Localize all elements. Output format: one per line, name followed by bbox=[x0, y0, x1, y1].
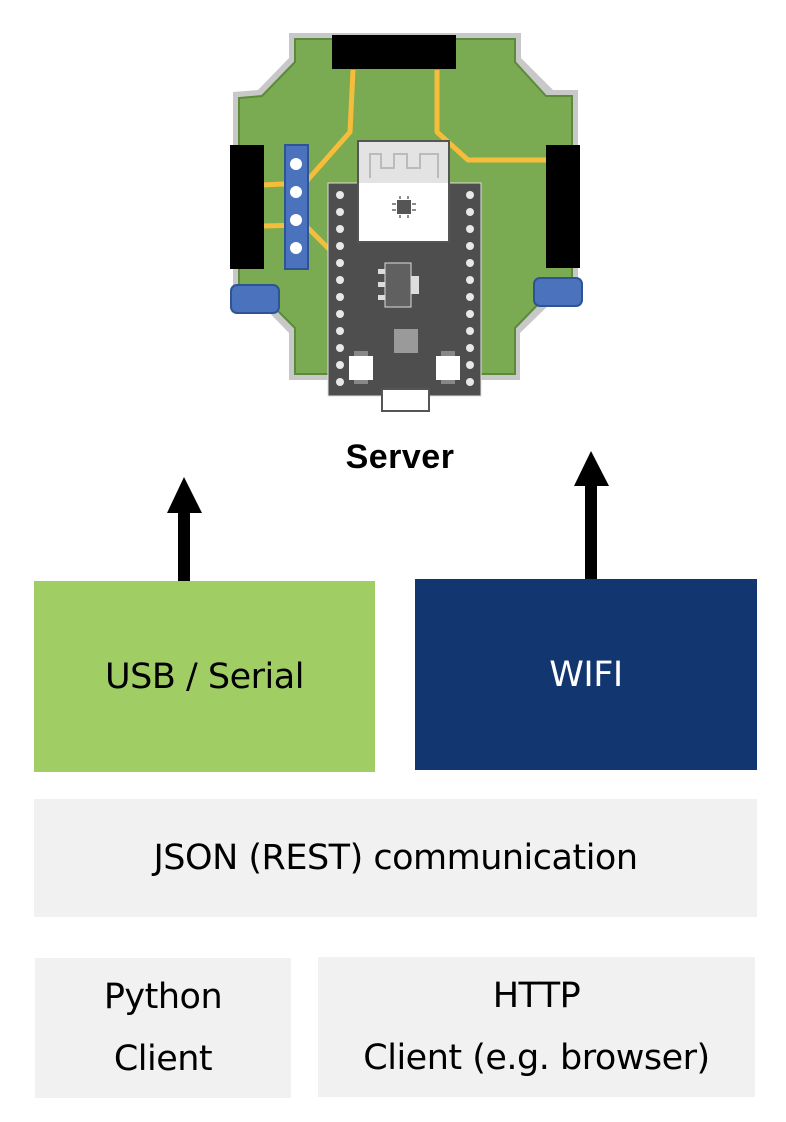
pin-hole bbox=[336, 378, 344, 386]
pin-hole bbox=[336, 259, 344, 267]
pin-hole bbox=[466, 225, 474, 233]
pin-hole bbox=[336, 361, 344, 369]
json-rest-label: JSON (REST) communication bbox=[153, 838, 638, 878]
python-client-line2: Client bbox=[113, 1039, 213, 1079]
pin-hole bbox=[466, 378, 474, 386]
pin-hole bbox=[466, 191, 474, 199]
pin-hole bbox=[466, 361, 474, 369]
pin-hole bbox=[336, 293, 344, 301]
http-client-box: HTTP Client (e.g. browser) bbox=[318, 957, 755, 1097]
pin-hole bbox=[466, 293, 474, 301]
http-client-line1: HTTP bbox=[492, 976, 581, 1016]
usb-arrow bbox=[167, 477, 202, 582]
server-device-illustration bbox=[230, 33, 583, 412]
pin-hole bbox=[336, 276, 344, 284]
pin-hole bbox=[466, 344, 474, 352]
wifi-box: WIFI bbox=[415, 579, 757, 770]
pin-hole bbox=[336, 225, 344, 233]
pin-header bbox=[284, 144, 309, 270]
pin-hole bbox=[336, 191, 344, 199]
usb-serial-label: USB / Serial bbox=[105, 656, 304, 697]
python-client-box: Python Client bbox=[35, 958, 291, 1098]
pin-hole bbox=[466, 276, 474, 284]
wifi-arrow bbox=[574, 451, 609, 580]
pin-hole bbox=[336, 310, 344, 318]
server-label: Server bbox=[345, 438, 455, 476]
pin-hole bbox=[336, 327, 344, 335]
http-client-line2: Client (e.g. browser) bbox=[363, 1038, 710, 1078]
left-blue-pad bbox=[230, 284, 280, 314]
antenna-trace-icon bbox=[369, 153, 439, 178]
top-connector bbox=[332, 35, 456, 69]
pin-header-holes bbox=[290, 158, 302, 254]
pin-hole bbox=[466, 310, 474, 318]
module-pins bbox=[336, 191, 474, 386]
pin-hole bbox=[466, 208, 474, 216]
arrows bbox=[167, 451, 609, 582]
wifi-label: WIFI bbox=[549, 654, 623, 695]
right-blue-pad bbox=[533, 277, 583, 307]
pin-hole bbox=[466, 259, 474, 267]
left-connector bbox=[230, 145, 264, 269]
python-client-line1: Python bbox=[103, 977, 223, 1017]
pin-hole bbox=[336, 242, 344, 250]
pin-hole bbox=[466, 242, 474, 250]
pin-hole bbox=[336, 208, 344, 216]
right-connector bbox=[546, 145, 580, 268]
pin-hole bbox=[466, 327, 474, 335]
chip-icon bbox=[397, 200, 411, 214]
json-rest-box: JSON (REST) communication bbox=[34, 799, 757, 917]
pin-hole bbox=[336, 344, 344, 352]
usb-port bbox=[381, 388, 430, 412]
usb-serial-box: USB / Serial bbox=[34, 581, 375, 772]
